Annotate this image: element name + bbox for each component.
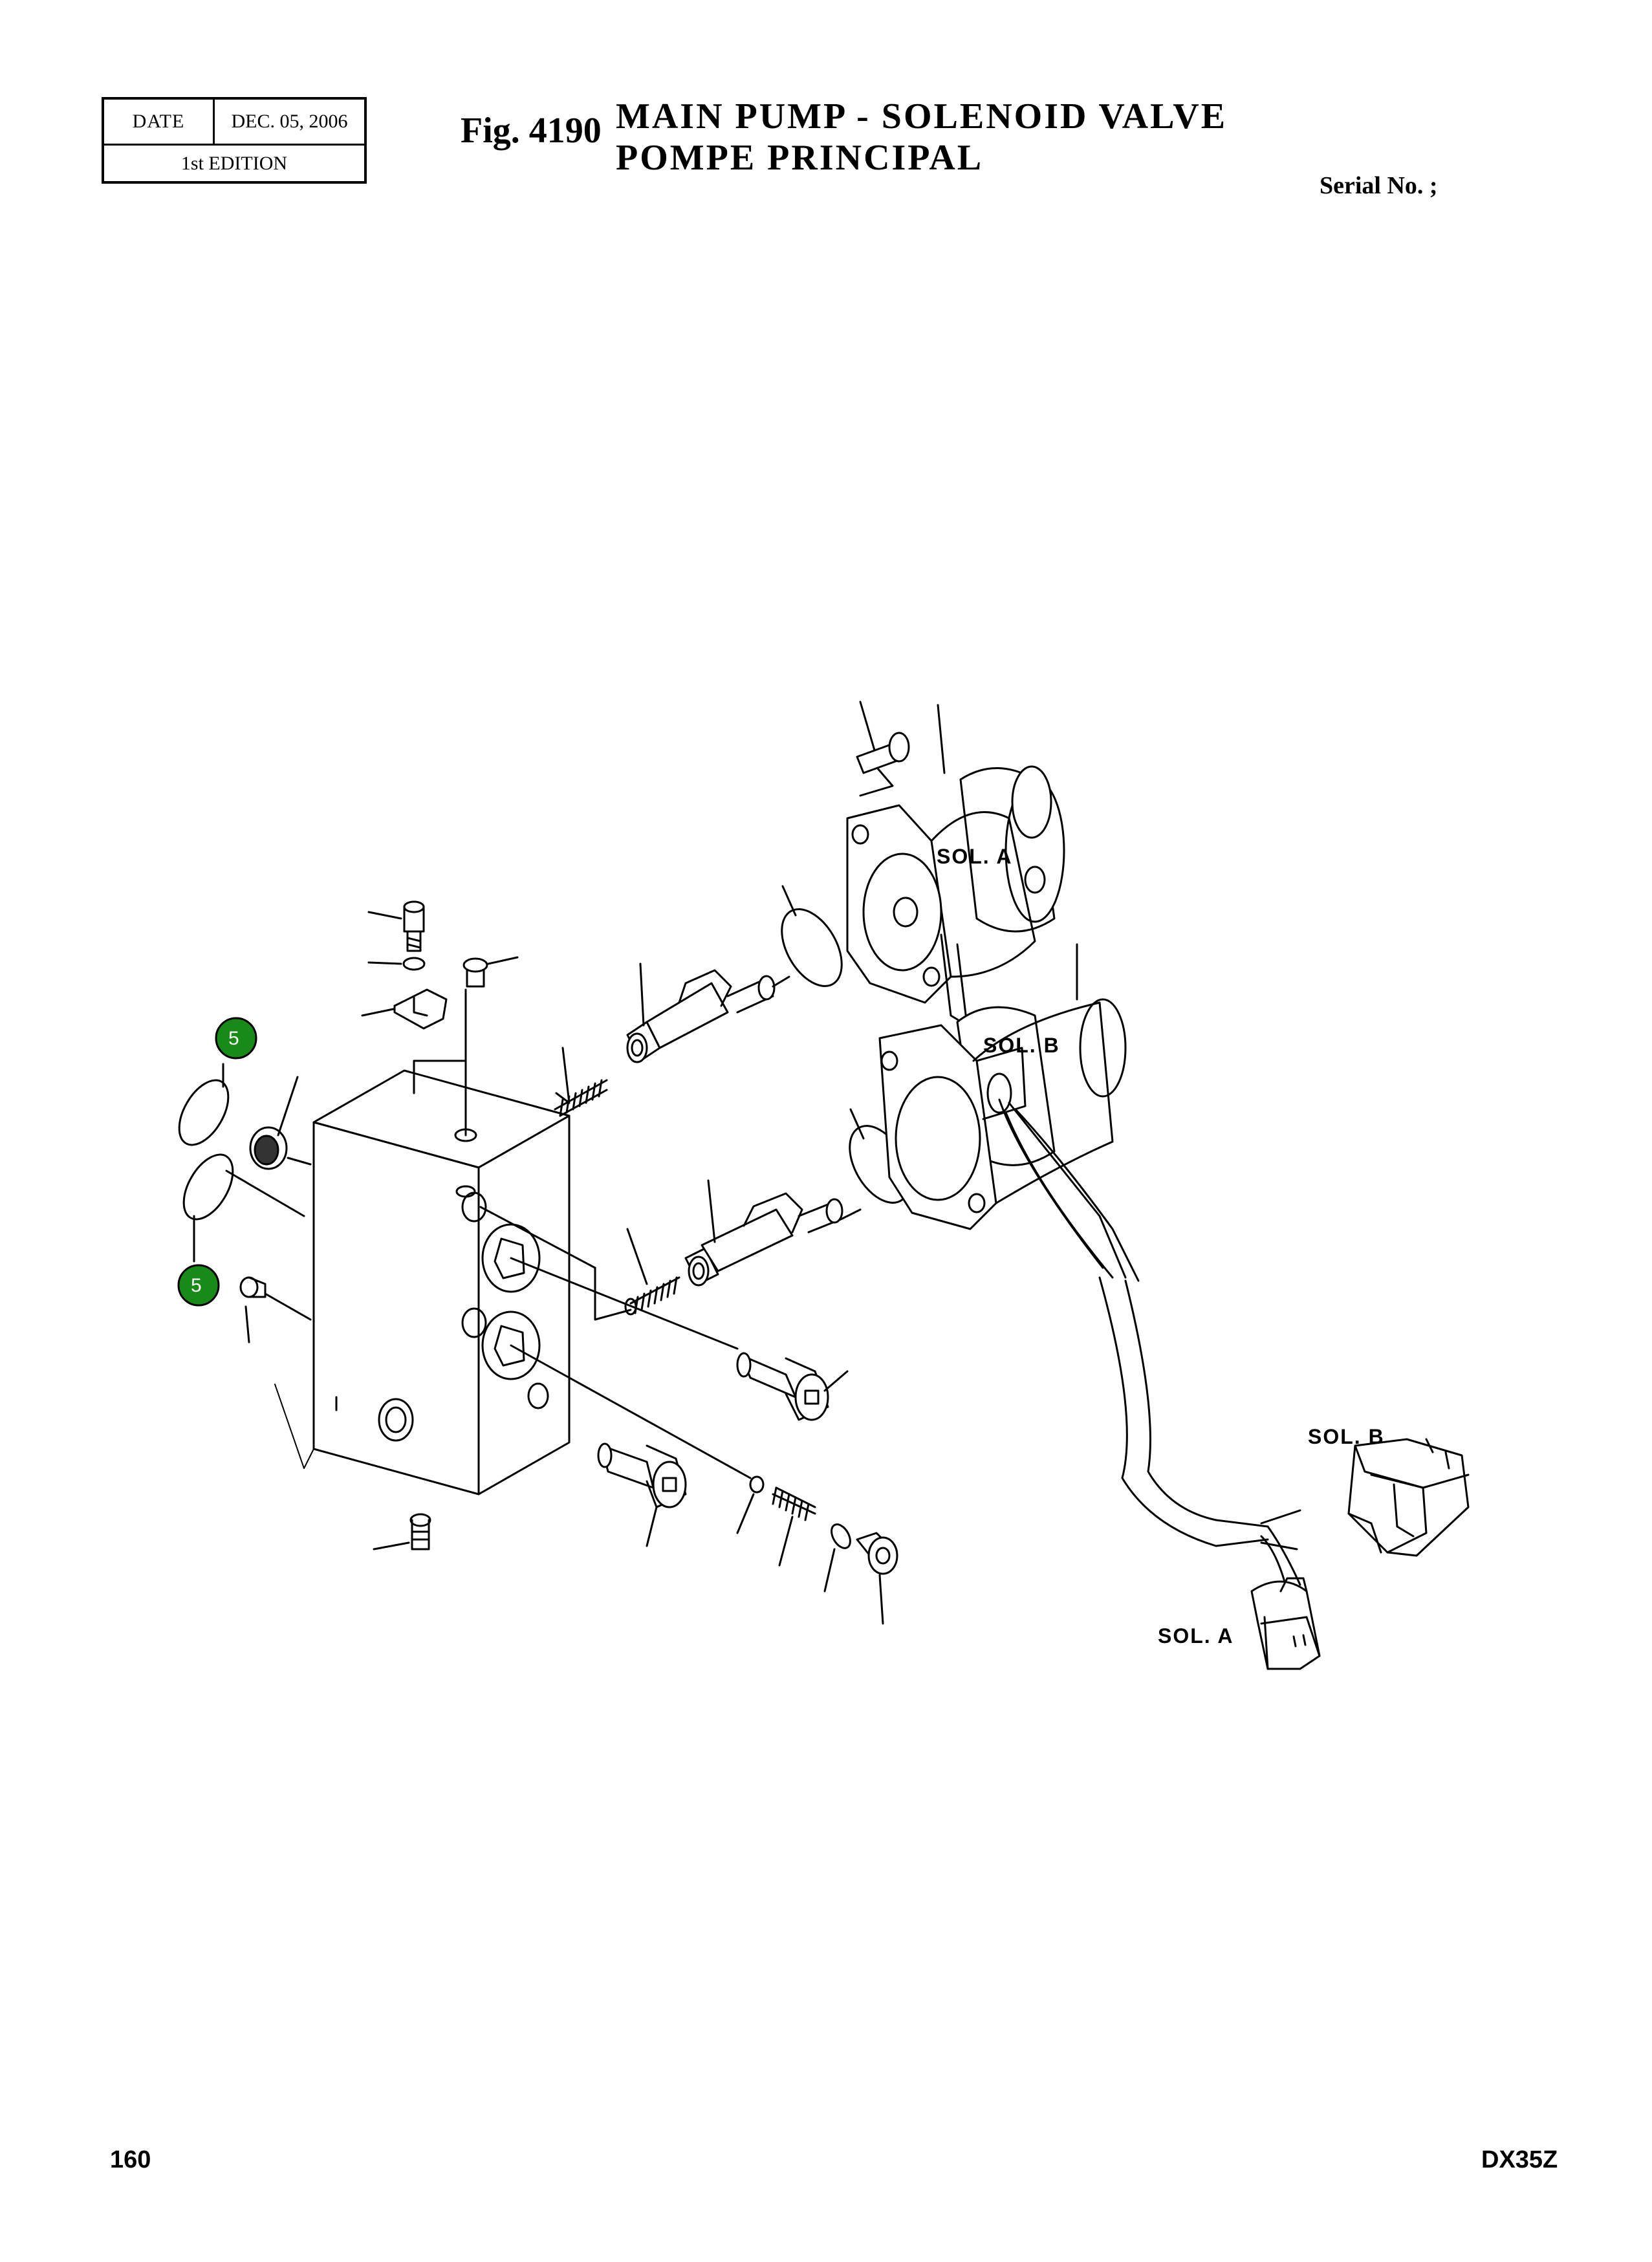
callout-number: 5 [191,1275,202,1296]
end-plug [856,1532,898,1575]
upper-o-ring [781,908,843,987]
upper-spring [554,1079,608,1117]
solenoid-a-screw [856,732,910,774]
top-screw [403,900,425,952]
figure-number: Fig. 4190 [461,111,602,151]
lower-spool [684,1192,843,1287]
o-ring-upper [178,1079,230,1146]
date-label: DATE [104,100,215,144]
page-subtitle: POMPE PRINCIPAL [616,138,984,178]
ball [749,1475,765,1494]
callout-lower: 5 [177,1264,220,1307]
sol-b-connector [1347,1438,1470,1557]
label-sol-a: SOL. A [937,845,1012,868]
label-sol-a-connector: SOL. A [1158,1624,1234,1648]
upper-spool [626,969,776,1063]
bottom-spring [772,1486,816,1521]
valve-block [312,1069,571,1495]
model-name: DX35Z [1481,2146,1558,2173]
socket-screw-right [736,1352,829,1421]
wiring-harness [998,1098,1301,1593]
date-value: DEC. 05, 2006 [231,111,348,132]
lower-spring [624,1276,680,1316]
small-plug-left [239,1276,266,1298]
o-ring-lower [182,1153,234,1221]
socket-screw-bottom [597,1442,687,1508]
serial-number: Serial No. ; [1320,172,1438,199]
label-sol-b: SOL. B [983,1034,1060,1057]
solenoid-a [846,765,1065,1004]
callout-number: 5 [228,1028,239,1049]
label-sol-b-connector: SOL. B [1308,1425,1385,1448]
plug-left [249,1126,288,1170]
sol-a-connector [1250,1577,1321,1670]
page-number: 160 [110,2146,151,2173]
bottom-plug [409,1513,431,1550]
clamp [393,988,448,1030]
washer [402,957,426,971]
small-o-ring [831,1523,851,1549]
edition-box: DATE DEC. 05, 2006 1st EDITION [102,97,367,184]
edition-box-row: DATE DEC. 05, 2006 [104,100,364,146]
edition-label: 1st EDITION [180,152,288,174]
page-title: MAIN PUMP - SOLENOID VALVE [616,96,1228,136]
block-plug-top [462,957,488,988]
callout-upper: 5 [215,1017,257,1060]
